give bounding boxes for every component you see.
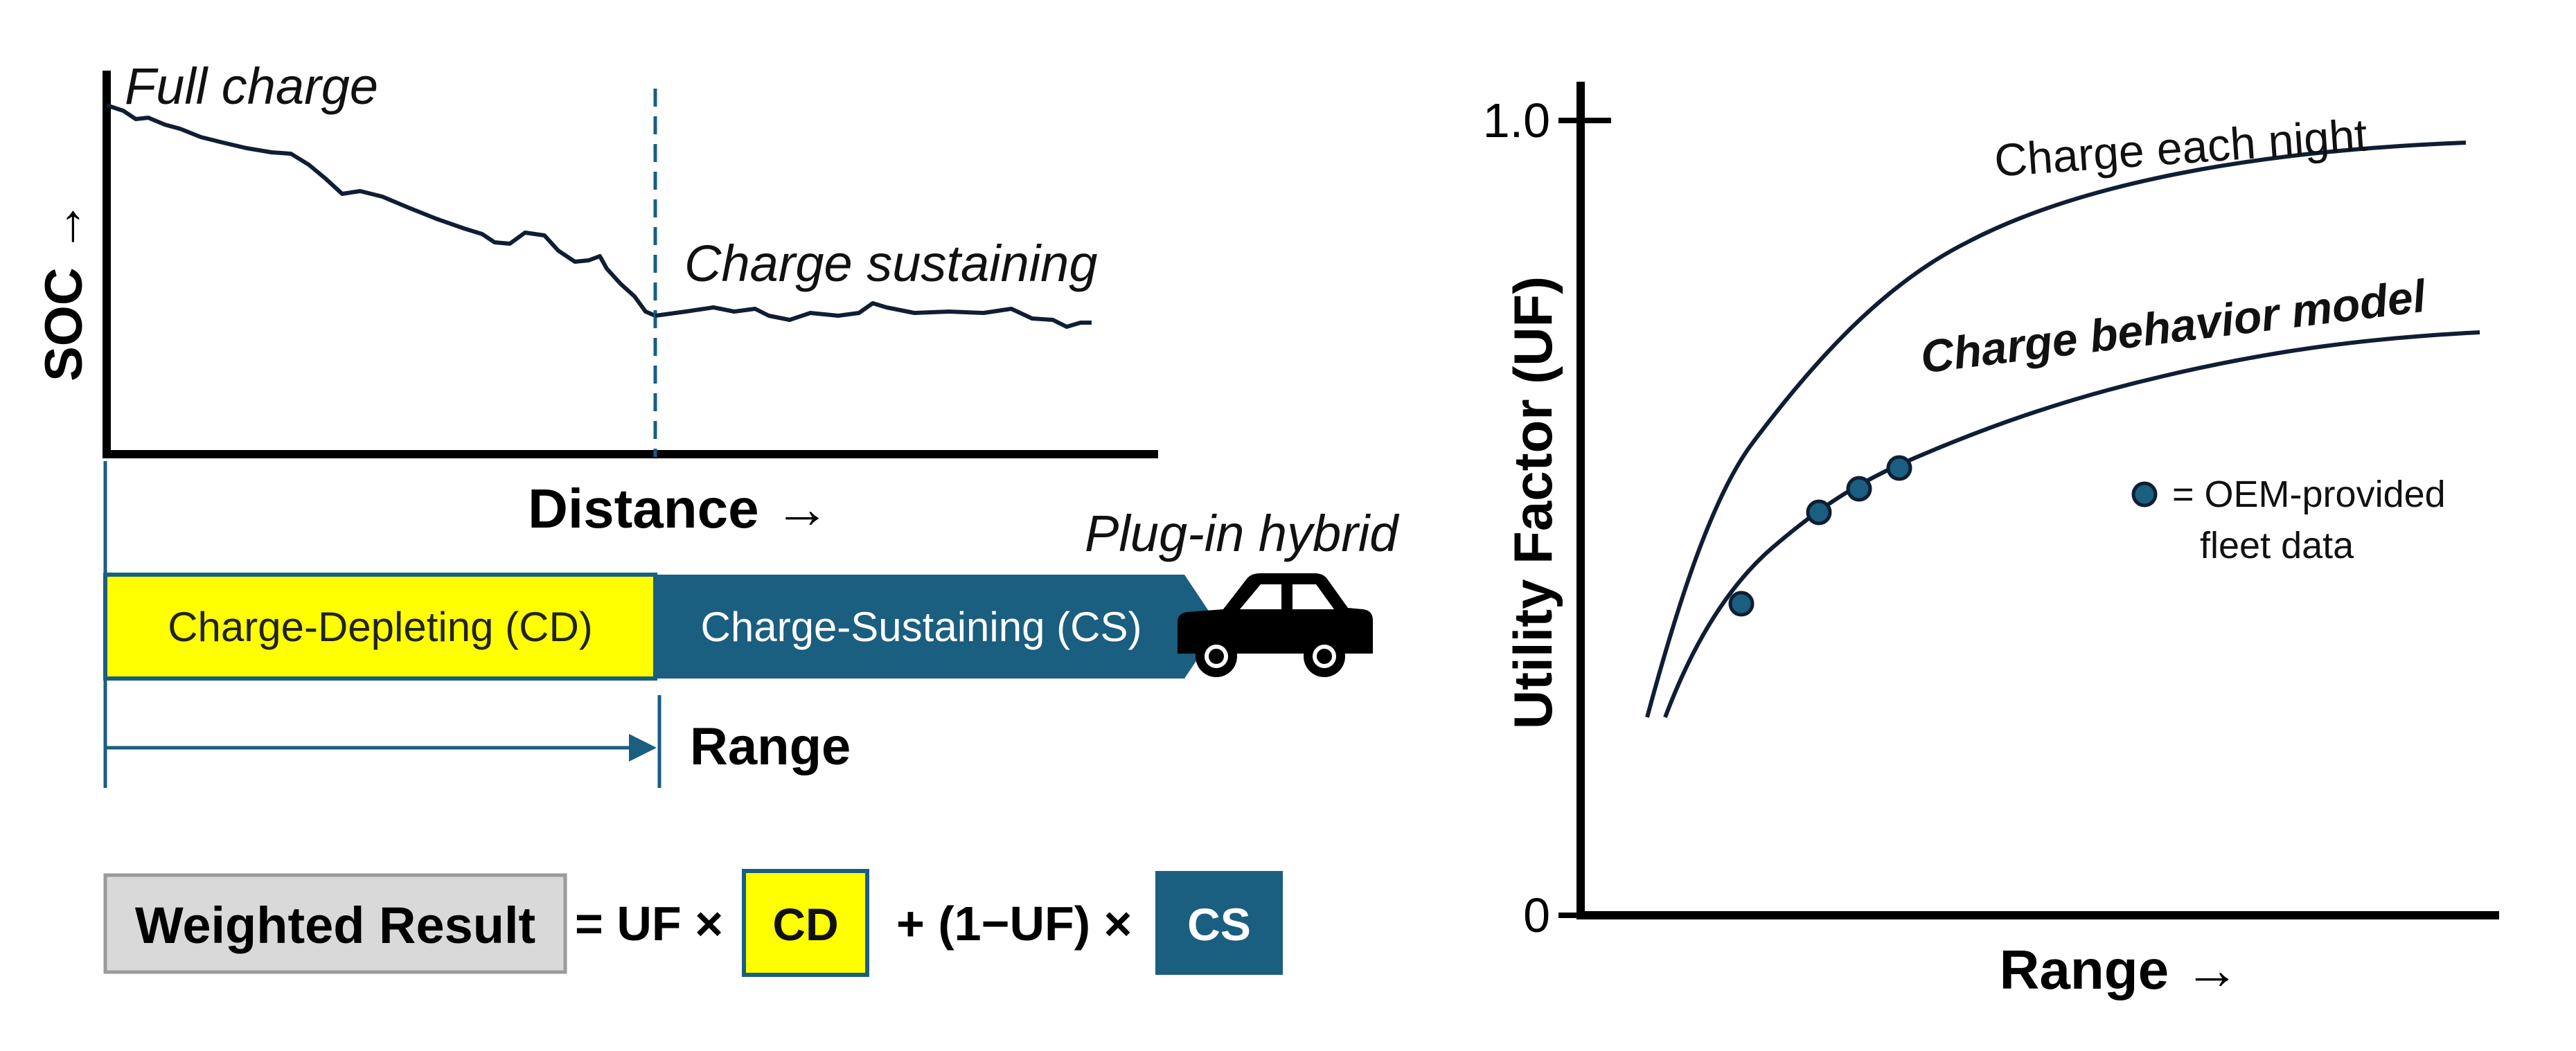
uf-tick-label-1: 1.0	[1483, 93, 1550, 147]
soc-depleting-trace	[106, 103, 657, 318]
cs-segment	[655, 575, 1219, 679]
car-icon	[1178, 573, 1373, 677]
charge-behavior-model-label: Charge behavior model	[1918, 270, 2430, 383]
distance-axis-label: Distance →	[528, 478, 830, 539]
cs-term-box	[1155, 871, 1283, 975]
weighted-result-box	[103, 873, 567, 974]
charge-each-night-curve	[1645, 141, 2467, 718]
cd-term-box	[742, 869, 869, 977]
legend-marker	[2131, 481, 2158, 507]
range-label: Range	[690, 717, 851, 776]
fleet-data-point	[1846, 476, 1872, 502]
legend-label-line2: fleet data	[2200, 525, 2354, 566]
cd-term-label: CD	[772, 899, 838, 950]
uf-tick-label-0: 0	[1523, 888, 1550, 942]
fleet-data-point	[1728, 591, 1755, 617]
plug-in-hybrid-label: Plug-in hybrid	[1085, 505, 1400, 562]
cd-segment-label: Charge-Depleting (CD)	[168, 604, 593, 650]
legend-label-line1: = OEM-provided	[2172, 474, 2446, 515]
soc-axis-label: SOC →	[35, 200, 94, 381]
cd-segment	[103, 573, 657, 681]
uf-range-axis-label: Range →	[2000, 939, 2240, 1000]
cs-segment-label: Charge-Sustaining (CS)	[701, 604, 1142, 650]
fleet-data-point	[1806, 499, 1832, 526]
fleet-data-point	[1886, 455, 1912, 481]
cs-term-label: CS	[1187, 899, 1251, 950]
uf-chart: 1.0 0 Utility Factor (UF) Range → Charge…	[1483, 82, 2499, 1000]
one-minus-uf-text: + (1−UF) ×	[896, 897, 1132, 951]
full-charge-label: Full charge	[125, 57, 378, 115]
legend: = OEM-provided fleet data	[2131, 474, 2446, 566]
equals-uf-text: = UF ×	[575, 897, 723, 951]
weighted-result-formula: Weighted Result = UF × CD + (1−UF) × CS	[103, 869, 1283, 977]
mode-bar: Charge-Depleting (CD) Charge-Sustaining …	[103, 461, 1400, 788]
uf-axis-label: Utility Factor (UF)	[1502, 276, 1563, 729]
charge-behavior-model-curve	[1663, 330, 2480, 719]
soc-sustaining-trace	[655, 301, 1092, 329]
charge-sustaining-label: Charge sustaining	[684, 235, 1097, 292]
soc-panel: SOC → Full charge Charge sustaining Dist…	[35, 57, 1158, 539]
weighted-result-label: Weighted Result	[135, 897, 535, 954]
